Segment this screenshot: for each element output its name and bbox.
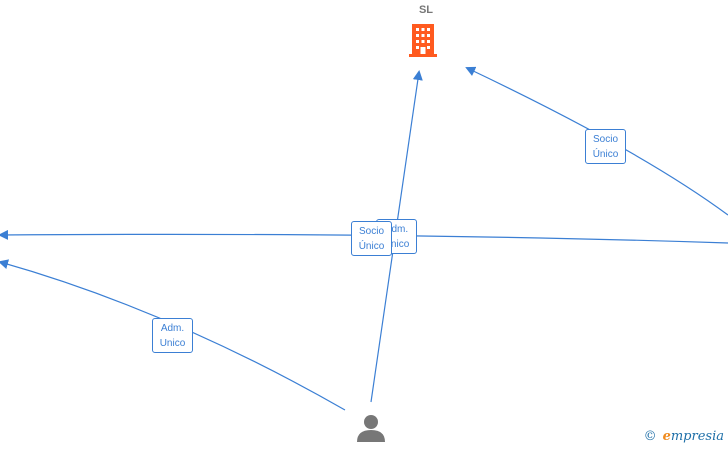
relation-line-2: Unico — [159, 338, 186, 349]
building-icon[interactable] — [409, 24, 437, 57]
relation-box-top-right[interactable]: Socio Único — [585, 129, 626, 164]
relation-line-2: Único — [592, 149, 619, 160]
relation-line-2: Único — [358, 241, 385, 252]
relation-line-1: Socio — [358, 226, 384, 237]
relation-line-1: Adm. — [384, 224, 409, 235]
relation-box-left[interactable]: Adm. Unico — [152, 318, 193, 353]
relation-line-1: Adm. — [160, 323, 185, 334]
relation-box-center-front[interactable]: Socio Único — [351, 221, 392, 256]
relation-line-1: Socio — [592, 134, 618, 145]
empresia-watermark: © empresia — [644, 429, 724, 444]
brand-initial: e — [662, 429, 671, 444]
relation-line-2: Unico — [383, 239, 410, 250]
copyright-symbol: © — [643, 429, 657, 444]
person-icon[interactable] — [357, 415, 385, 442]
brand-name: mpresia — [670, 429, 724, 444]
company-label: SL — [418, 4, 434, 16]
